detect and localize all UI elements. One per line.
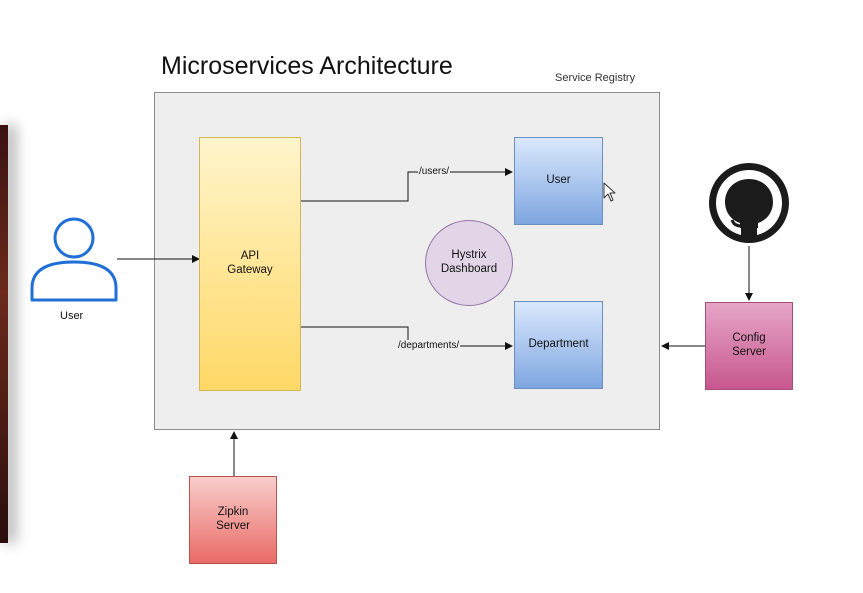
service-registry-label: Service Registry [555,72,636,84]
departments-route-label: /departments/ [397,340,461,351]
department-service-label: Department [528,338,589,351]
api-gateway-label-line1: API [240,250,260,263]
mouse-cursor-icon [603,182,616,202]
zipkin-server-node[interactable]: Zipkin Server [189,476,277,564]
api-gateway-label-line2: Gateway [227,264,273,276]
user-service-node[interactable]: User [514,137,603,225]
user-service-label: User [546,174,571,187]
config-server-node[interactable]: Config Server [705,302,793,390]
zipkin-server-label-line1: Zipkin [217,506,249,519]
video-frame-edge [0,125,8,543]
department-service-node[interactable]: Department [514,301,603,389]
config-server-label-line1: Config [732,332,766,345]
github-icon[interactable] [708,162,790,244]
users-route-label: /users/ [418,166,451,177]
hystrix-dashboard-node[interactable]: Hystrix Dashboard [425,220,513,306]
user-actor-icon[interactable] [28,214,120,304]
hystrix-label-line1: Hystrix [451,249,487,262]
hystrix-label-line2: Dashboard [440,263,498,275]
zipkin-server-label-line2: Server [216,520,250,532]
api-gateway-node[interactable]: API Gateway [199,137,301,391]
user-actor-label: User [60,310,84,322]
config-server-label-line2: Server [732,346,766,358]
diagram-title: Microservices Architecture [161,52,453,80]
